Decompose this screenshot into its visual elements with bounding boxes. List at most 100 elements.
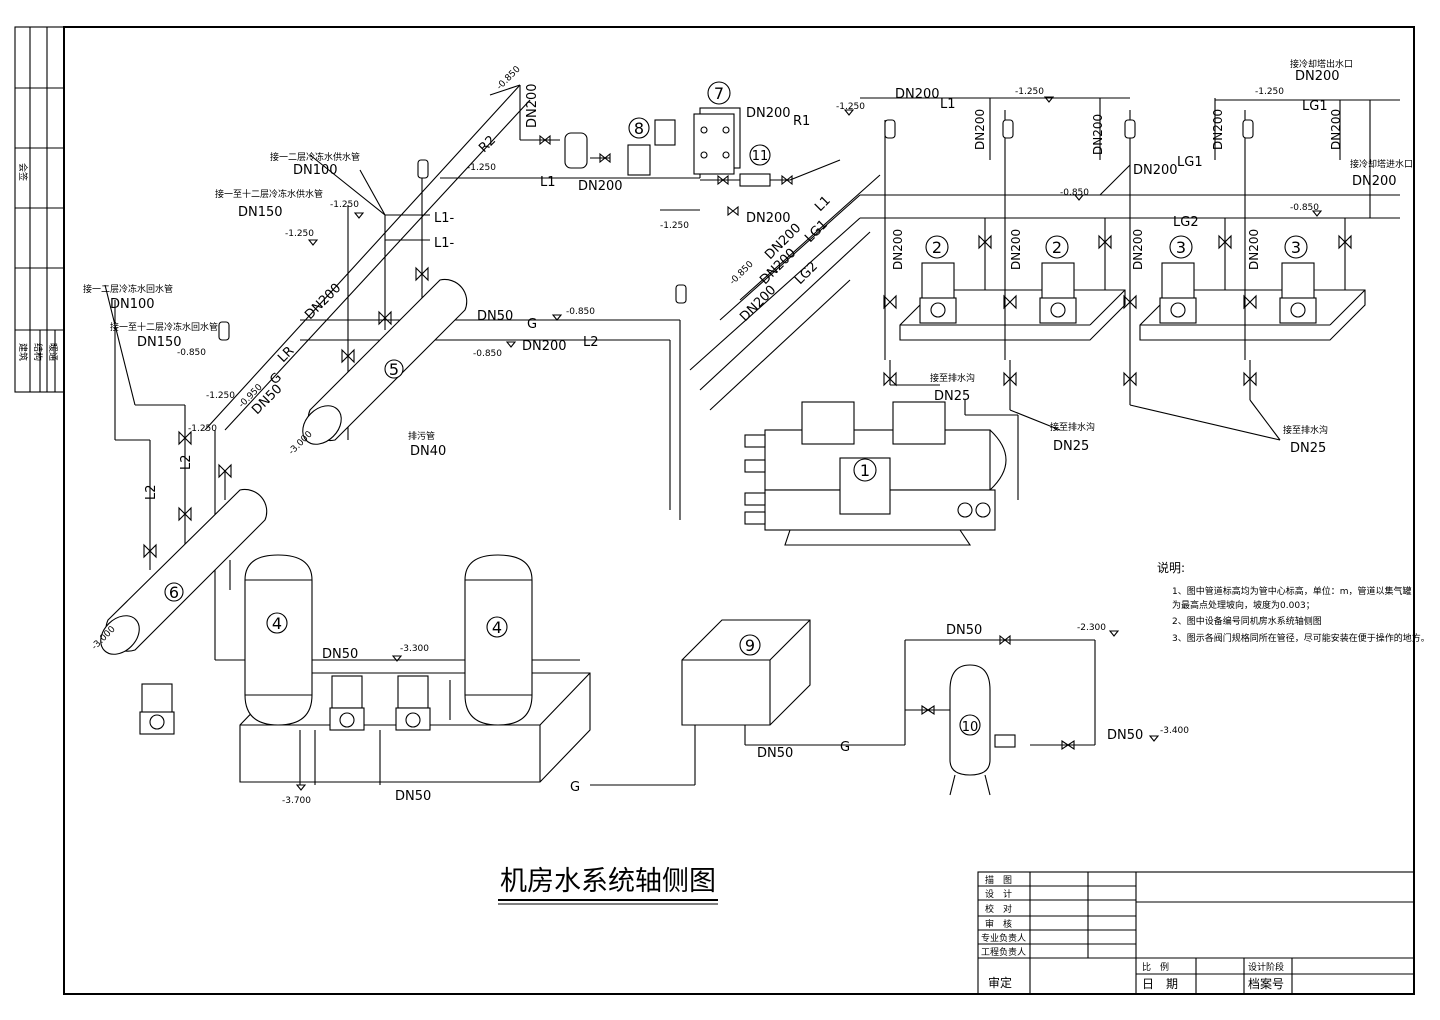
notes-block: 说明: 1、图中管道标高均为管中心标高，单位：m，管道以集气罐 为最高点处理坡向… bbox=[1157, 560, 1430, 644]
title-block: 描 图 设 计 校 对 审 核 专业负责人 工程负责人 审定 比 例 日 期 设… bbox=[977, 871, 1415, 995]
notes-heading: 说明: bbox=[1157, 560, 1185, 575]
label-dn200-e: DN200 bbox=[1295, 69, 1340, 84]
label-dn25-c: DN25 bbox=[1290, 441, 1326, 456]
cooling-pumps-3 bbox=[1159, 235, 1317, 324]
elev-1250-c: -1.250 bbox=[467, 163, 496, 173]
label-dn200-h: DN200 bbox=[522, 339, 567, 354]
label-dn200-g: DN200 bbox=[1352, 174, 1397, 189]
elev-2300: -2.300 bbox=[1077, 623, 1106, 633]
note-return-12: 接一二层冷冻水回水管 bbox=[83, 283, 173, 295]
elev-0850-f: -0.850 bbox=[495, 64, 523, 92]
label-dn50-d: DN50 bbox=[757, 746, 793, 761]
elev-0850-c: -0.850 bbox=[473, 349, 502, 359]
label-lg1-diag: LG1 bbox=[802, 217, 831, 246]
tag-vessel-4a: 4 bbox=[272, 614, 282, 633]
pump-8 bbox=[564, 117, 676, 176]
note-return-312: 接一至十二层冷冻水回水管 bbox=[110, 321, 218, 333]
label-dn50-b: DN50 bbox=[322, 647, 358, 662]
elev-0850-d: -0.850 bbox=[1060, 188, 1089, 198]
label-l1dash-b: L1- bbox=[434, 236, 455, 251]
label-dn200-c: DN200 bbox=[746, 211, 791, 226]
note-drain-a: 接至排水沟 bbox=[930, 372, 975, 384]
tag-pump-2b: 2 bbox=[1052, 238, 1062, 257]
tb-scale: 比 例 bbox=[1142, 961, 1169, 973]
note-supply-312: 接一至十二层冷冻水供水管 bbox=[215, 188, 323, 200]
notes-item-2: 为最高点处理坡向，坡度为0.003； bbox=[1172, 599, 1315, 611]
label-dn200-d: DN200 bbox=[895, 87, 940, 102]
label-dn50-e: DN50 bbox=[946, 623, 982, 638]
label-dn200-v1: DN200 bbox=[973, 109, 987, 150]
label-dn200-v3: DN200 bbox=[1211, 109, 1225, 150]
margin-label-d: 暖通 bbox=[47, 343, 59, 361]
tb-stage: 设计阶段 bbox=[1248, 961, 1284, 973]
tag-vessel-6: 6 bbox=[169, 583, 179, 602]
tag-tank-9: 9 bbox=[745, 636, 755, 655]
label-lg2: LG2 bbox=[1173, 215, 1199, 230]
elev-0850-g: -0.850 bbox=[728, 259, 756, 287]
vessel-4b bbox=[464, 554, 533, 726]
vessel-4a bbox=[244, 554, 313, 726]
elev-1250-f: -1.250 bbox=[1015, 87, 1044, 97]
label-dn150-a: DN150 bbox=[238, 205, 283, 220]
tag-chiller-1: 1 bbox=[860, 461, 870, 480]
tb-date: 日 期 bbox=[1142, 977, 1178, 991]
label-l1-a: L1 bbox=[540, 175, 556, 190]
tb-approve: 审定 bbox=[988, 975, 1012, 990]
note-drain-b: 接至排水沟 bbox=[1050, 421, 1095, 433]
elev-1250-e: -1.250 bbox=[836, 102, 865, 112]
tb-archive: 档案号 bbox=[1248, 976, 1284, 991]
elev-1250-b: -1.250 bbox=[285, 229, 314, 239]
valves bbox=[143, 134, 1352, 751]
label-dn50-a: DN50 bbox=[477, 309, 513, 324]
pipe-network bbox=[104, 84, 1400, 786]
elev-3300: -3.300 bbox=[400, 644, 429, 654]
chilled-pumps-2 bbox=[919, 235, 1077, 324]
elevation-markers bbox=[295, 96, 1323, 791]
tag-pump-2a: 2 bbox=[932, 238, 942, 257]
note-drain-pipe: 排污管 bbox=[408, 430, 435, 442]
left-signoff-strip: 会签 建筑 结构 暖通 bbox=[14, 26, 65, 393]
tb-row-5: 专业负责人 bbox=[981, 932, 1026, 944]
label-l2-a: L2 bbox=[583, 335, 599, 350]
elev-1250-h: -1.250 bbox=[206, 391, 235, 401]
label-l2-c: L2 bbox=[179, 454, 194, 470]
elev-1250-a: -1.250 bbox=[330, 200, 359, 210]
tag-pump-8: 8 bbox=[634, 119, 644, 138]
label-lr: LR bbox=[275, 344, 297, 366]
note-tower-in: 接冷却塔进水口 bbox=[1350, 158, 1413, 170]
label-dn50-f: DN50 bbox=[1107, 728, 1143, 743]
note-supply-12: 接一二层冷冻水供水管 bbox=[270, 151, 360, 163]
drawing-frame bbox=[63, 26, 1415, 995]
label-dn25-b: DN25 bbox=[1053, 439, 1089, 454]
notes-item-4: 3、图示各阀门规格同所在管径，尽可能安装在便于操作的地方。 bbox=[1172, 632, 1430, 644]
margin-label-a: 会签 bbox=[17, 163, 29, 181]
label-dn200-diag-d: DN200 bbox=[737, 283, 779, 325]
margin-label-b: 建筑 bbox=[17, 343, 29, 361]
tb-row-1: 描 图 bbox=[985, 874, 1012, 886]
notes-item-1: 1、图中管道标高均为管中心标高，单位：m，管道以集气罐 bbox=[1172, 585, 1412, 597]
softener-10 bbox=[949, 664, 1016, 796]
tank-9 bbox=[681, 619, 811, 726]
label-dn200-v8: DN200 bbox=[1247, 229, 1261, 270]
tag-softener-10: 10 bbox=[962, 720, 979, 735]
label-dn200-diag: DN200 bbox=[302, 281, 344, 323]
tag-vessel-4b: 4 bbox=[492, 618, 502, 637]
label-dn200-a: DN200 bbox=[746, 106, 791, 121]
tag-exchanger-7: 7 bbox=[714, 84, 724, 103]
tb-row-6: 工程负责人 bbox=[981, 946, 1026, 958]
exchanger-7 bbox=[693, 81, 741, 175]
label-dn100-b: DN100 bbox=[110, 297, 155, 312]
elev-1250-g: -1.250 bbox=[1255, 87, 1284, 97]
label-dn100-a: DN100 bbox=[293, 163, 338, 178]
elev-3700: -3.700 bbox=[282, 796, 311, 806]
label-g-b: G bbox=[570, 780, 580, 795]
label-dn150-b: DN150 bbox=[137, 335, 182, 350]
label-dn200-v2: DN200 bbox=[1091, 114, 1105, 155]
note-tower-out: 接冷却塔出水口 bbox=[1290, 58, 1353, 70]
label-lg1-b: LG1 bbox=[1177, 155, 1203, 170]
label-l1-diag: L1 bbox=[812, 193, 834, 215]
label-dn200-vert: DN200 bbox=[525, 83, 540, 128]
tb-row-2: 设 计 bbox=[985, 888, 1012, 900]
label-dn200-v5: DN200 bbox=[891, 229, 905, 270]
